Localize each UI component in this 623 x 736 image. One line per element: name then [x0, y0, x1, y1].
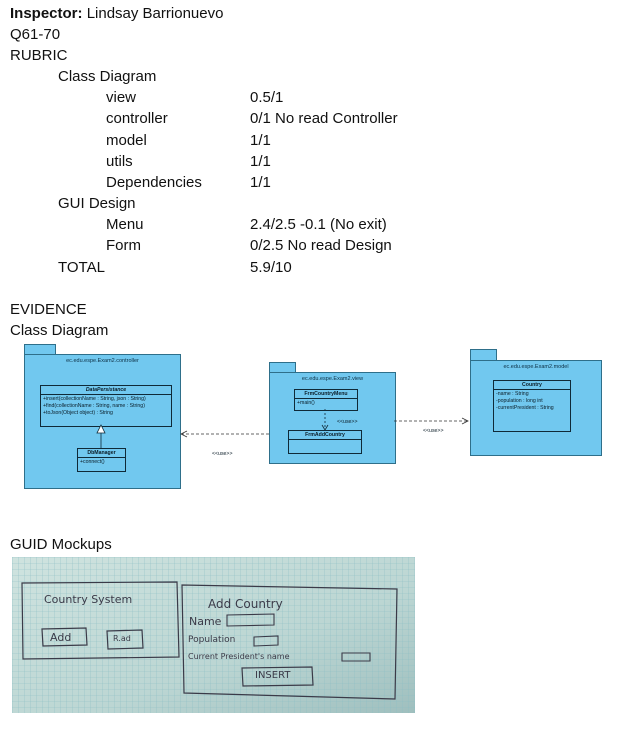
- mockup-name-label: Name: [189, 615, 222, 628]
- mockup-add-button: Add: [50, 631, 72, 644]
- mockup-insert-button: INSERT: [255, 670, 291, 681]
- rubric-item-score: 0.5/1: [250, 89, 284, 106]
- mockup-population-label: Population: [188, 635, 236, 645]
- dependency-arrowhead: [321, 424, 329, 431]
- class-diagram-evidence-title: Class Diagram: [10, 322, 109, 339]
- inspector-label: Inspector:: [10, 5, 83, 22]
- inspector-line: Inspector: Lindsay Barrionuevo: [10, 5, 223, 23]
- method: +toJson(Object object) : String: [43, 410, 113, 416]
- package-name: ec.edu.espe.Exam2.controller: [66, 358, 139, 364]
- inspector-name: Lindsay Barrionuevo: [86, 5, 224, 22]
- rubric-item-label: Form: [106, 237, 141, 254]
- class-name: DbManager: [78, 449, 125, 458]
- rubric-item-score: 0/2.5 No read Design: [250, 237, 392, 254]
- datapersistance-interface: DataPersistance +insert(collectionName :…: [40, 385, 172, 427]
- dbmanager-class: DbManager +connect(): [77, 448, 126, 472]
- question-range: Q61-70: [10, 26, 61, 43]
- rubric-item-label: controller: [106, 110, 168, 127]
- attribute: -name : String: [496, 391, 529, 397]
- rubric-title: RUBRIC: [10, 47, 68, 64]
- class-name: Country: [494, 381, 570, 390]
- rubric-item-score: 1/1: [250, 153, 271, 170]
- package-name: ec.edu.espe.Exam2.model: [503, 364, 569, 370]
- method: +find(collectionName : String, name : St…: [43, 403, 145, 409]
- method: +insert(collectionName : String, json : …: [43, 396, 146, 402]
- realization-arrowhead: [96, 424, 106, 434]
- class-name: DataPersistance: [41, 386, 171, 395]
- class-diagram-section-title: Class Diagram: [58, 68, 157, 85]
- attribute: -population : long int: [496, 398, 543, 404]
- gui-design-section-title: GUI Design: [58, 195, 136, 212]
- frmaddcountry-class: FrmAddCountry: [288, 430, 362, 454]
- evidence-title: EVIDENCE: [10, 301, 87, 318]
- rubric-item-label: Dependencies: [106, 174, 202, 191]
- mockup-form-title: Add Country: [208, 597, 283, 611]
- total-label: TOTAL: [58, 259, 105, 276]
- rubric-item-score: 1/1: [250, 174, 271, 191]
- frmcountrymenu-class: FrmCountryMenu +main(): [294, 389, 358, 411]
- use-label: <<use>>: [423, 428, 444, 434]
- attribute: -currentPresident : String: [496, 405, 554, 411]
- rubric-item-label: utils: [106, 153, 133, 170]
- use-label: <<use>>: [337, 419, 358, 425]
- graph-paper: [12, 557, 415, 713]
- use-label: <<use>>: [212, 451, 233, 457]
- mockup-menu-title: Country System: [44, 593, 133, 606]
- total-score: 5.9/10: [250, 259, 292, 276]
- class-name: FrmCountryMenu: [295, 390, 357, 399]
- method: +connect(): [80, 459, 105, 465]
- rubric-item-label: view: [106, 89, 137, 106]
- dependency-arrowhead: [180, 430, 188, 438]
- package-name: ec.edu.espe.Exam2.view: [301, 376, 364, 382]
- rubric-item-score: 0/1 No read Controller: [250, 110, 398, 127]
- rubric-item-score: 2.4/2.5 -0.1 (No exit): [250, 216, 387, 233]
- country-class: Country -name : String -population : lon…: [493, 380, 571, 432]
- class-name: FrmAddCountry: [289, 431, 361, 440]
- rubric-item-label: model: [106, 132, 147, 149]
- dependency-arrowhead: [461, 417, 469, 425]
- rubric-item-label: Menu: [106, 216, 144, 233]
- mockups-title: GUID Mockups: [10, 536, 112, 553]
- mockup-photo: Country System Add R.ad Add Country Name…: [12, 557, 415, 713]
- rubric-item-score: 1/1: [250, 132, 271, 149]
- mockup-president-label: Current President's name: [188, 652, 290, 661]
- method: +main(): [297, 400, 315, 406]
- mockup-read-button: R.ad: [113, 634, 131, 643]
